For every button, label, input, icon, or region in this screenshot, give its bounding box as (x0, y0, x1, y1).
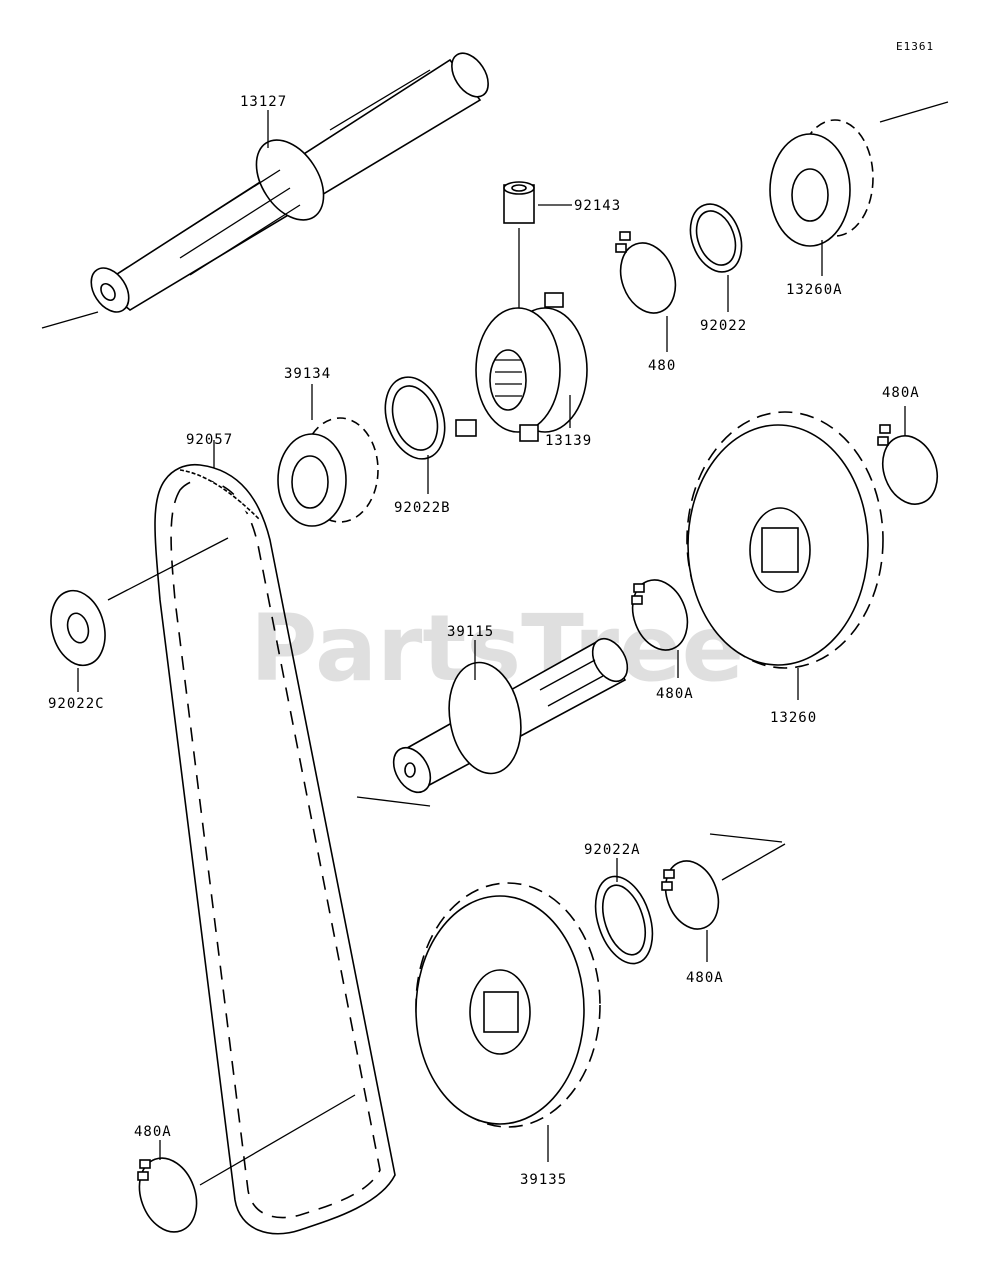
part-480A-right-lower[interactable]: 480A (657, 833, 786, 986)
label-92022B: 92022B (394, 500, 451, 516)
label-13260A: 13260A (786, 282, 843, 298)
part-92143[interactable]: 92143 (503, 181, 621, 318)
part-480[interactable]: 480 (611, 231, 684, 374)
label-92022A: 92022A (584, 842, 641, 858)
label-480A-middle: 480A (656, 686, 694, 702)
part-92057[interactable]: 92057 (107, 432, 396, 1235)
label-13127: 13127 (240, 94, 287, 110)
part-13127[interactable]: 13127 (41, 47, 496, 329)
label-39135: 39135 (520, 1172, 567, 1188)
part-13139[interactable]: 13139 (455, 292, 592, 449)
label-39115: 39115 (447, 624, 494, 640)
diagram-code: E1361 (896, 40, 934, 53)
part-480A-bottom-left[interactable]: 480A (130, 1124, 207, 1240)
part-92022C[interactable]: 92022C (43, 585, 113, 712)
part-13260A[interactable]: 13260A (769, 101, 949, 298)
part-92022[interactable]: 92022 (681, 197, 750, 334)
part-92022B[interactable]: 92022B (375, 369, 454, 516)
label-480: 480 (648, 358, 676, 374)
label-13260: 13260 (770, 710, 817, 726)
label-480A-right-upper: 480A (882, 385, 920, 401)
part-92022A[interactable]: 92022A (584, 842, 663, 971)
part-39135[interactable]: 39135 (415, 882, 601, 1188)
label-13139: 13139 (545, 433, 592, 449)
part-13260[interactable]: 13260 (686, 411, 884, 726)
part-39134[interactable]: 39134 (277, 366, 379, 527)
label-92143: 92143 (574, 198, 621, 214)
label-480A-bottom-left: 480A (134, 1124, 172, 1140)
part-480A-right-upper[interactable]: 480A (874, 385, 947, 512)
label-92022C: 92022C (48, 696, 105, 712)
label-92022: 92022 (700, 318, 747, 334)
label-39134: 39134 (284, 366, 331, 382)
label-480A-right-lower: 480A (686, 970, 724, 986)
label-92057: 92057 (186, 432, 233, 448)
part-39115[interactable]: 39115 (356, 624, 634, 807)
part-480A-middle[interactable]: 480A (623, 572, 696, 702)
